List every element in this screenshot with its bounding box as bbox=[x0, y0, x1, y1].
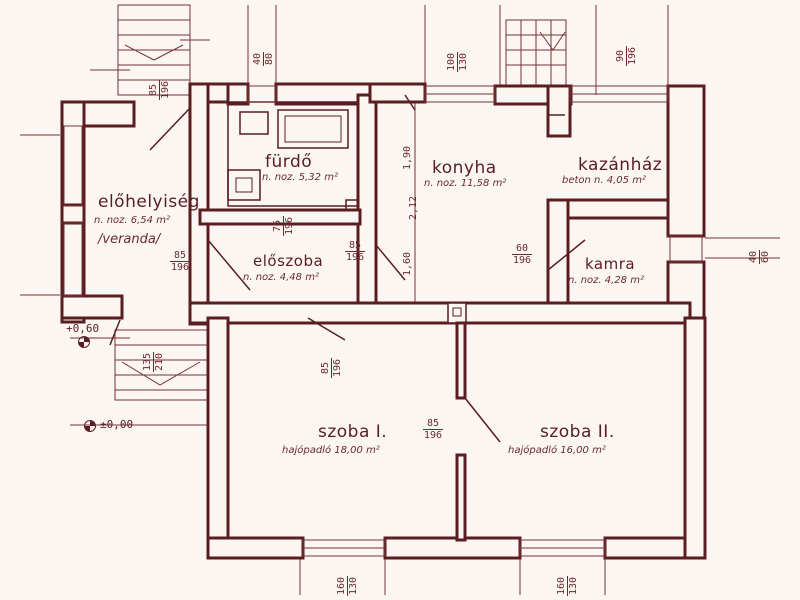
door-swing bbox=[207, 239, 251, 291]
dimension-label: 1,90 bbox=[402, 145, 413, 170]
door-swing bbox=[464, 397, 501, 443]
bathroom-outline bbox=[227, 101, 359, 207]
wall-segment bbox=[383, 536, 522, 560]
room-name-kazanhaz: kazánház bbox=[578, 155, 663, 175]
room-name-szoba1: szoba I. bbox=[318, 422, 388, 442]
dimension-label: 2,12 bbox=[408, 195, 419, 220]
room-area-elohelyiseg: n. noz. 6,54 m² bbox=[94, 215, 170, 226]
level-marker-icon bbox=[78, 336, 90, 348]
wall-segment bbox=[546, 198, 570, 307]
wall-segment bbox=[455, 453, 467, 542]
room-area-furdo: n. noz. 5,32 m² bbox=[262, 172, 338, 183]
window bbox=[247, 85, 277, 103]
wall-segment bbox=[666, 84, 706, 238]
room-name-furdo: fürdő bbox=[265, 152, 313, 172]
room-area-konyha: n. noz. 11,58 m² bbox=[424, 178, 507, 189]
wall-segment bbox=[455, 321, 467, 400]
level-label-ground: ±0,00 bbox=[100, 418, 134, 431]
wall-segment bbox=[60, 294, 124, 320]
wall-segment bbox=[206, 536, 305, 560]
window bbox=[63, 222, 83, 297]
wall-segment bbox=[356, 93, 378, 307]
door-swing bbox=[109, 319, 121, 346]
sink bbox=[239, 111, 269, 135]
room-note-elohelyiseg: /veranda/ bbox=[98, 232, 161, 247]
door-swing bbox=[547, 239, 586, 271]
room-area-kazanhaz: beton n. 4,05 m² bbox=[562, 175, 646, 186]
window bbox=[63, 125, 83, 207]
door-swing bbox=[404, 94, 416, 111]
room-area-eloszoba: n. noz. 4,48 m² bbox=[243, 272, 319, 283]
stove bbox=[227, 169, 261, 201]
bathtub bbox=[277, 109, 349, 149]
room-name-konyha: konyha bbox=[432, 158, 497, 178]
level-marker-icon bbox=[84, 420, 96, 432]
wall-segment bbox=[188, 301, 692, 325]
room-name-szoba2: szoba II. bbox=[540, 422, 615, 442]
room-name-kamra: kamra bbox=[585, 255, 636, 273]
wall-segment bbox=[60, 203, 86, 225]
dimension-label: 1,60 bbox=[402, 251, 413, 276]
door-swing bbox=[375, 244, 406, 281]
door-swing bbox=[307, 317, 346, 341]
wall-segment bbox=[368, 82, 427, 104]
wall-segment bbox=[683, 316, 707, 560]
wall-segment bbox=[226, 82, 250, 106]
room-area-kamra: n. noz. 4,28 m² bbox=[568, 275, 644, 286]
room-area-szoba2: hajópadló 16,00 m² bbox=[508, 445, 606, 456]
room-area-szoba1: hajópadló 18,00 m² bbox=[282, 445, 380, 456]
wall-segment bbox=[198, 208, 362, 226]
window bbox=[669, 235, 703, 263]
wall-segment bbox=[206, 316, 230, 560]
wall-segment bbox=[546, 84, 572, 138]
level-label-upper: +0,60 bbox=[66, 322, 100, 335]
room-name-eloszoba: előszoba bbox=[253, 252, 324, 270]
room-name-elohelyiseg: előhelyiség bbox=[98, 192, 200, 212]
door-swing bbox=[149, 107, 191, 151]
